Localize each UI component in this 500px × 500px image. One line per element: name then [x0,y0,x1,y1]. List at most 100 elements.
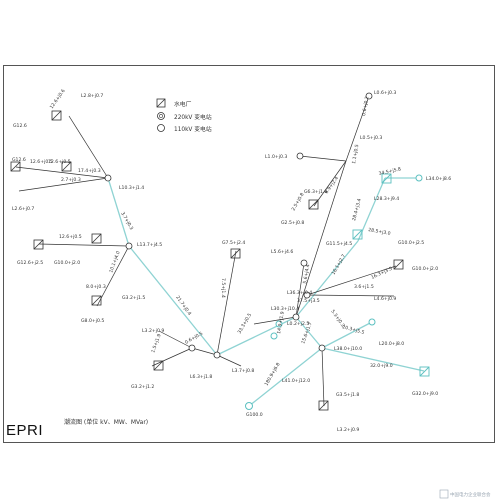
substations [104,92,373,359]
node-label: G7.5+j2.4 [222,240,245,246]
node-label: L1.0+j0.3 [265,154,287,160]
watermark-logo: 中国电力企业联合会 [439,489,491,499]
node-label: G3.5+j1.8 [336,392,359,398]
substation-icon [318,344,326,352]
node-label: G2.5+j0.8 [281,220,304,226]
node-label: L5.6+j4.6 [271,249,293,255]
substation-icon [296,152,304,160]
hydro-plant-icon [318,400,329,411]
hydro-plant-icon [308,199,319,210]
node-label: 1.1+j0.5 [351,144,360,165]
node-label: L3.7+j0.8 [232,368,254,374]
legend: 水电厂 220kV 变电站 110kV 变电站 [156,98,212,133]
node-label: L0.5+j0.3 [360,135,382,141]
node-label: G12.6 [12,157,26,163]
node-label: L0.6+j0.3 [374,90,396,96]
node-label: 8.0+j0.3 [86,284,106,290]
epri-logo-text: EPRI [6,422,43,439]
node-label: L0.2+j2.5 [287,321,309,327]
node-label: 12.6+j0.5 [59,234,82,240]
substation-icon [415,174,423,182]
node-label: L36.3+j0.4 [287,290,312,296]
node-label: 37.5+j3.5 [297,298,320,304]
node-label: 180.9+j6.8 [264,362,282,387]
node-label: 28.5+j3.0 [368,227,391,237]
legend-hydro-label: 水电厂 [174,100,192,108]
node-label: L41.0+j12.0 [282,378,310,384]
substation-icon [365,92,373,100]
node-label: 1.5+j1.9 [150,333,162,354]
node-label: G12.6+j2.5 [17,260,43,266]
substation-icon [245,402,253,410]
hydro-plants [10,110,404,411]
node-label: G6.3+j1.8 [304,189,327,195]
node-label: L20.0+j8.0 [379,341,404,347]
node-label: G10.0+j2.0 [54,260,80,266]
legend-220kv-label: 220kV 变电站 [174,113,212,121]
substation-220kv-icon [157,112,165,120]
node-label: 28.4+j3.4 [351,198,363,222]
substation-icon [300,259,308,267]
node-label: 16.1+j2.7 [331,253,348,276]
substation-icon [125,242,133,250]
node-label: L30.3+j10.4 [271,306,299,312]
node-label: G8.0+j0.5 [81,318,104,324]
hydro-plant-icon [10,161,21,172]
node-label: 2.7+j0.3 [61,177,81,183]
node-label: L6.3+j1.8 [190,374,212,380]
hydro-plant-icon [230,248,241,259]
node-label: G100.0 [246,412,263,418]
node-label: 0.6+j0.5 [184,331,204,346]
substation-icon [368,318,376,326]
node-label: 34.5+j5.8 [378,166,401,177]
legend-110kv-label: 110kV 变电站 [174,125,212,133]
node-label: 6.9+j2.4 [324,175,340,195]
node-label: 32.0+j9.0 [370,363,393,369]
node-label: G3.2+j1.2 [131,384,154,390]
cyan-hydro-plants [352,173,430,377]
node-label: 10.1+j4.0 [108,250,121,273]
node-label: 12.6+j0.5 [30,159,53,165]
hydro-plant-icon [419,366,430,377]
substation-icon [270,332,278,340]
node-label: 12.6+j0.6 [49,88,67,110]
node-label: G10.0+j2.5 [398,240,424,246]
hydro-plant-icon [393,259,404,270]
node-label: G32.0+j9.0 [412,391,438,397]
node-label: 7.5+j1.4 [220,278,226,298]
node-label: L13.7+j4.5 [137,242,162,248]
node-label: L3.2+j0.9 [142,328,164,334]
substation-icon [292,313,300,321]
cyan-trunk-lines [107,177,425,407]
node-label: L38.0+j10.0 [334,346,362,352]
hydro-plant-icon [156,98,166,108]
node-label: G11.5+j4.5 [326,241,352,247]
substation-icon [303,291,311,299]
node-label: L4.6+j0.9 [374,296,396,302]
substation-110kv-icon [157,124,165,132]
node-label: G10.0+j2.0 [412,266,438,272]
node-label: 14.9+j1.9 [276,311,286,334]
node-label: 17.4+j0.3 [78,168,101,174]
substation-icon [275,320,283,328]
power-flow-diagram: 水电厂 220kV 变电站 110kV 变电站 [6,88,451,439]
node-label: 20.3+j5.5 [341,324,365,336]
node-label: L3.2+j0.9 [337,427,359,433]
hydro-plant-icon [381,173,392,184]
substation-icon [188,344,196,352]
node-label: G12.6 [13,123,27,129]
substation-icon [104,174,112,182]
cyan-substations [245,174,423,410]
hydro-plant-icon [33,239,44,250]
node-label: L10.3+j1.4 [119,185,144,191]
hydro-plant-icon [91,233,102,244]
node-label: L34.0+j8.6 [426,176,451,182]
diagram-frame: 水电厂 220kV 变电站 110kV 变电站 [3,65,495,443]
node-label: 33.3+j0.5 [237,312,254,335]
node-label: L28.3+j9.4 [374,196,399,202]
node-label: L2.6+j0.7 [12,206,34,212]
watermark-text: 中国电力企业联合会 [450,491,491,498]
node-label: L2.8+j0.7 [81,93,103,99]
node-label: G3.2+j1.5 [122,295,145,301]
node-label: 0.6+j0.2 [361,96,370,117]
